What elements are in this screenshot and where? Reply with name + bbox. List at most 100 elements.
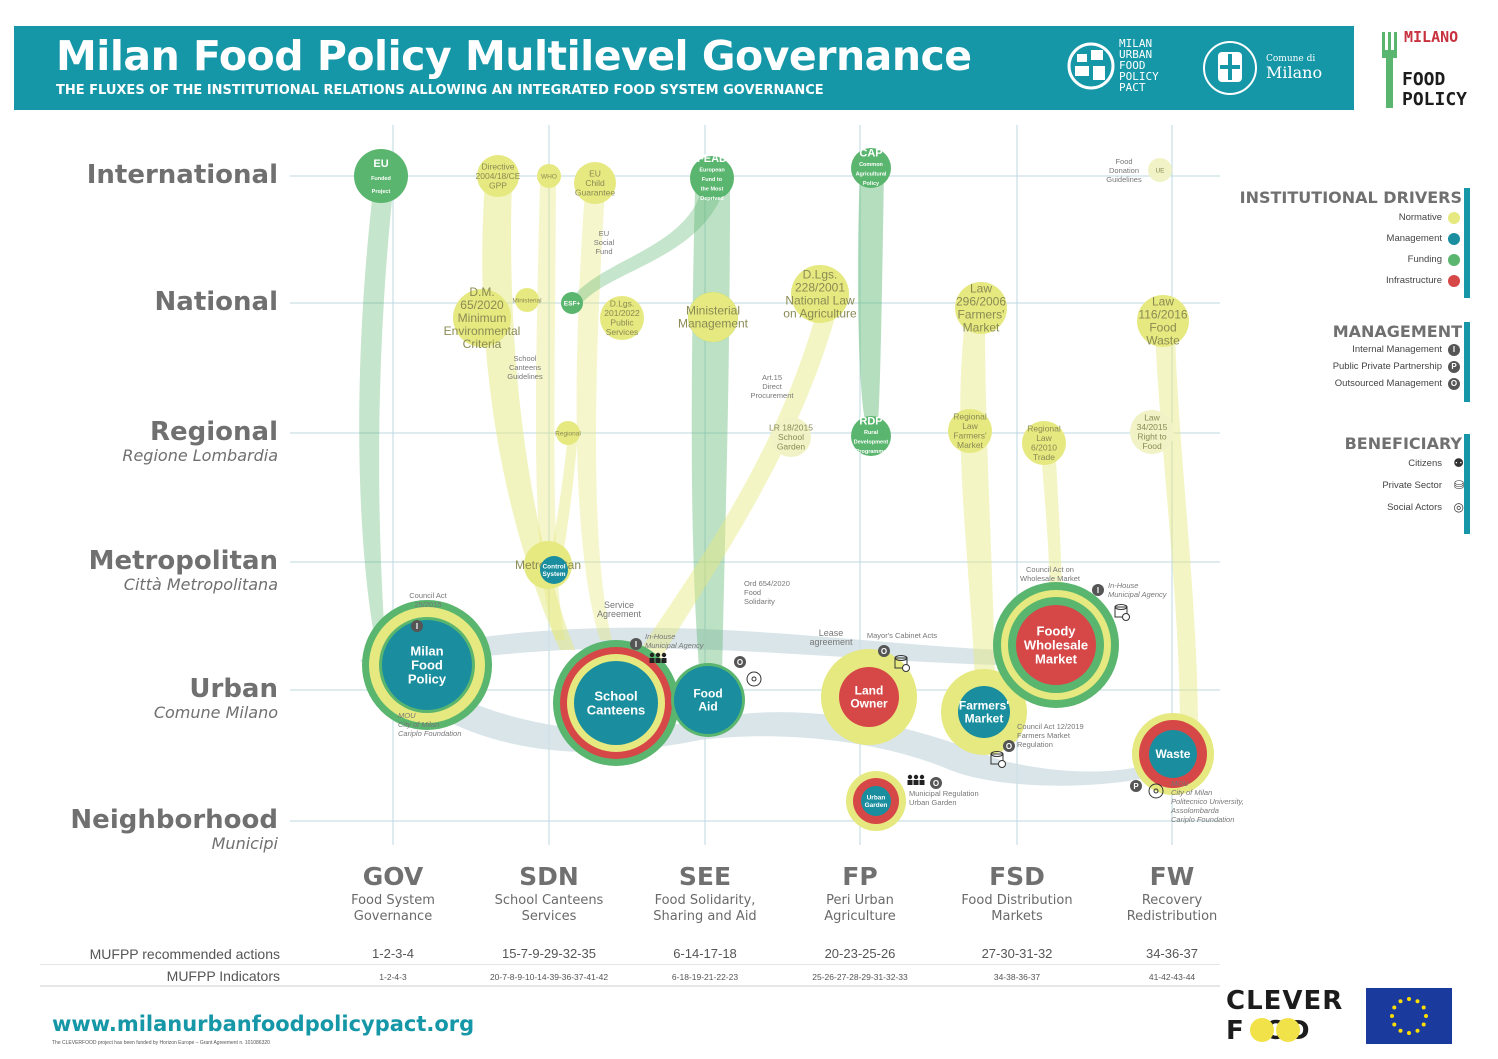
- column-desc: Food Solidarity,Sharing and Aid: [653, 893, 757, 924]
- node-label: Milan: [410, 644, 443, 659]
- level-sub: Regione Lombardia: [122, 446, 278, 465]
- citizens-icon: [907, 774, 925, 785]
- node-circle: [674, 666, 742, 734]
- node-circle: [537, 164, 561, 188]
- node-label: D.M.: [469, 285, 494, 299]
- annotation-text: Council Act 12/2019: [1017, 722, 1084, 731]
- annotation-text: Food: [1115, 157, 1132, 166]
- node-circle: [574, 661, 658, 745]
- node-label: Aid: [698, 700, 717, 714]
- comune-big: Milano: [1266, 63, 1323, 82]
- page-title: Milan Food Policy Multilevel Governance: [56, 32, 972, 80]
- actions-value: 15-7-9-29-32-35: [502, 946, 596, 961]
- node-circle: [1016, 605, 1096, 685]
- annotation-text: Lease: [819, 628, 844, 638]
- annotation-text: Direct: [762, 382, 783, 391]
- node-label: Policy: [863, 181, 880, 187]
- node-circle: [955, 282, 1007, 334]
- page-subtitle: THE FLUXES OF THE INSTITUTIONAL RELATION…: [56, 83, 824, 98]
- legend-dot: [1448, 212, 1460, 224]
- footer-url[interactable]: www.milanurbanfoodpolicypact.org: [52, 1012, 475, 1036]
- node-label: Food: [693, 687, 722, 701]
- node-circle: [958, 686, 1010, 738]
- node-label: Control: [542, 564, 565, 571]
- food-logo-bottom: FOOD POLICY: [1402, 69, 1468, 110]
- node-label: D.Lgs.: [803, 268, 838, 282]
- node-label: 34/2015: [1137, 422, 1168, 432]
- node-label: 2004/18/CE: [476, 171, 521, 181]
- node-label: Law: [1144, 413, 1160, 423]
- node-label: Public: [610, 318, 634, 328]
- legend-dot: [1448, 275, 1460, 287]
- annotation-text: Council Act on: [1026, 565, 1074, 574]
- node-label: Farmers': [959, 699, 1009, 713]
- private-sector-icon: [990, 751, 1006, 768]
- node-label: Foody: [1037, 624, 1077, 639]
- node-circle: [515, 288, 539, 312]
- flux-band: [576, 190, 612, 640]
- annotation-text: In-House: [1108, 581, 1138, 590]
- milano-food-policy-logo: MILANO FOOD POLICY: [1380, 26, 1470, 116]
- node-label: Owner: [850, 697, 888, 711]
- svg-text:O: O: [737, 658, 743, 667]
- footer-funding-note: The CLEVERFOOD project has been funded b…: [52, 1040, 270, 1046]
- legend-dot: [1448, 233, 1460, 245]
- level-sub: Comune Milano: [153, 703, 278, 722]
- node-label: Management: [678, 317, 749, 331]
- annotation-text: Guidelines: [1106, 175, 1142, 184]
- svg-text:O: O: [933, 779, 939, 788]
- annotation-text: In-House: [645, 632, 675, 641]
- management-badge-icon: I: [1448, 344, 1460, 356]
- svg-text:I: I: [1097, 586, 1099, 595]
- node-label: Market: [965, 712, 1004, 726]
- annotation-text: School: [514, 354, 537, 363]
- flux-band: [1040, 440, 1062, 600]
- annotation-text: Food: [744, 588, 761, 597]
- header-banner: Milan Food Policy Multilevel Governance …: [14, 26, 1354, 110]
- legend-dot: [1448, 254, 1460, 266]
- node-label: FEAD: [697, 153, 727, 165]
- node-label: Right to: [1137, 432, 1167, 442]
- indicators-value: 20-7-8-9-10-14-39-36-37-41-42: [489, 972, 609, 982]
- node-label: Development: [854, 440, 889, 446]
- legend-beneficiary-item: Private Sector⛁: [1382, 478, 1464, 492]
- node-label: Market: [1035, 652, 1078, 667]
- node-label: Directive: [481, 161, 514, 171]
- annotation-text: Municipal Agency: [1108, 590, 1168, 599]
- node-farmers-market: Farmers'Market: [941, 669, 1027, 755]
- node-label: Common: [859, 162, 883, 168]
- social-actors-icon: [1148, 783, 1164, 799]
- node-label: Law: [962, 421, 978, 431]
- node-label: Garden: [777, 441, 806, 451]
- node-label: Criteria: [463, 337, 502, 351]
- node-circle: [556, 421, 580, 445]
- node-label: Funded: [371, 176, 391, 182]
- column-code: SDN: [519, 862, 579, 891]
- node-label: on Agriculture: [783, 307, 857, 321]
- management-badge-i: I: [411, 620, 423, 632]
- node-label: RDP: [859, 416, 882, 428]
- node-label: UE: [1155, 167, 1165, 174]
- node-ministerial: Ministerial: [512, 288, 542, 312]
